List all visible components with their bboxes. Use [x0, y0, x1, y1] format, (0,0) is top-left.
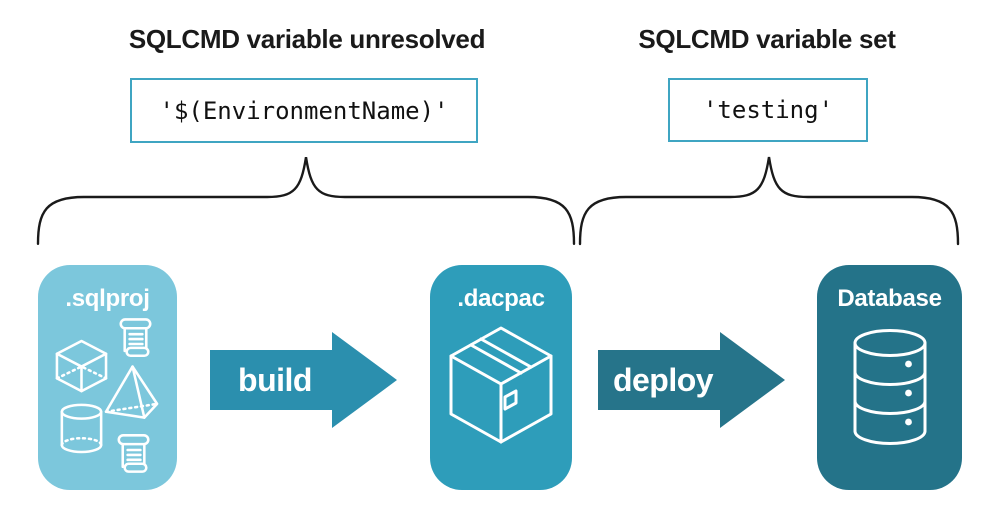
package-box-icon — [449, 326, 553, 444]
node-database: Database — [817, 265, 962, 490]
codebox-testing-value: 'testing' — [668, 78, 868, 142]
node-dacpac: .dacpac — [430, 265, 572, 490]
node-dacpac-label: .dacpac — [457, 285, 545, 312]
deploy-arrow: deploy — [598, 332, 785, 428]
database-cylinder-icon — [853, 329, 926, 445]
node-database-label: Database — [837, 285, 942, 312]
left-curly-brace — [36, 156, 576, 246]
build-arrow: build — [210, 332, 397, 428]
codebox-environment-variable: '$(EnvironmentName)' — [130, 78, 478, 143]
node-sqlproj-label: .sqlproj — [65, 285, 150, 312]
code-environment-variable-value: '$(EnvironmentName)' — [159, 96, 449, 125]
heading-sqlcmd-unresolved: SQLCMD variable unresolved — [128, 24, 486, 54]
deploy-arrow-label: deploy — [612, 361, 714, 398]
deploy-arrow-shape — [598, 332, 785, 428]
code-testing-value: 'testing' — [702, 96, 834, 124]
sql-objects-icon — [55, 318, 158, 473]
right-curly-brace — [578, 156, 960, 246]
build-arrow-label: build — [238, 361, 312, 398]
build-arrow-shape — [210, 332, 397, 428]
node-sqlproj: .sqlproj — [38, 265, 177, 490]
heading-sqlcmd-set: SQLCMD variable set — [638, 24, 896, 54]
